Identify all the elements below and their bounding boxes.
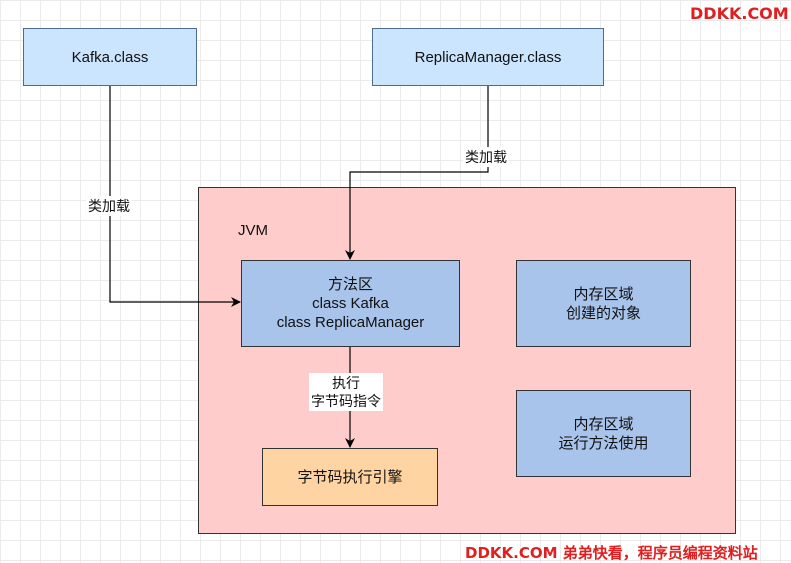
kafka-class-node: Kafka.class [23, 28, 197, 86]
runtime-methods-node: 内存区域 运行方法使用 [516, 390, 691, 477]
heap-objects-line-1: 内存区域 [573, 285, 634, 303]
edge-label-replica-load: 类加载 [463, 147, 509, 167]
method-area-line-2: class Kafka [312, 295, 389, 312]
bytecode-engine-node: 字节码执行引擎 [262, 448, 438, 506]
kafka-class-label: Kafka.class [71, 48, 149, 66]
edge-kafka-to-method-area [109, 86, 241, 307]
edge-label-execute-line-2: 字节码指令 [311, 393, 381, 409]
jvm-label: JVM [238, 222, 268, 239]
watermark-top: DDKK.COM [690, 4, 789, 23]
edge-label-execute-bytecode: 执行 字节码指令 [309, 373, 383, 411]
heap-objects-node: 内存区域 创建的对象 [516, 260, 691, 347]
edge-replica-to-method-area [345, 86, 489, 260]
runtime-methods-line-1: 内存区域 [573, 415, 634, 433]
heap-objects-line-2: 创建的对象 [565, 304, 641, 322]
bytecode-engine-label: 字节码执行引擎 [297, 468, 403, 486]
method-area-line-3: class ReplicaManager [276, 314, 425, 331]
runtime-methods-line-2: 运行方法使用 [558, 434, 649, 452]
replica-manager-class-label: ReplicaManager.class [414, 48, 562, 66]
watermark-bottom: DDKK.COM 弟弟快看，程序员编程资料站 [465, 544, 758, 562]
method-area-node: 方法区 class Kafka class ReplicaManager [241, 260, 460, 347]
method-area-line-1: 方法区 [327, 276, 373, 293]
edge-label-kafka-load: 类加载 [86, 196, 132, 216]
replica-manager-class-node: ReplicaManager.class [372, 28, 604, 86]
edge-label-execute-line-1: 执行 [332, 375, 360, 391]
